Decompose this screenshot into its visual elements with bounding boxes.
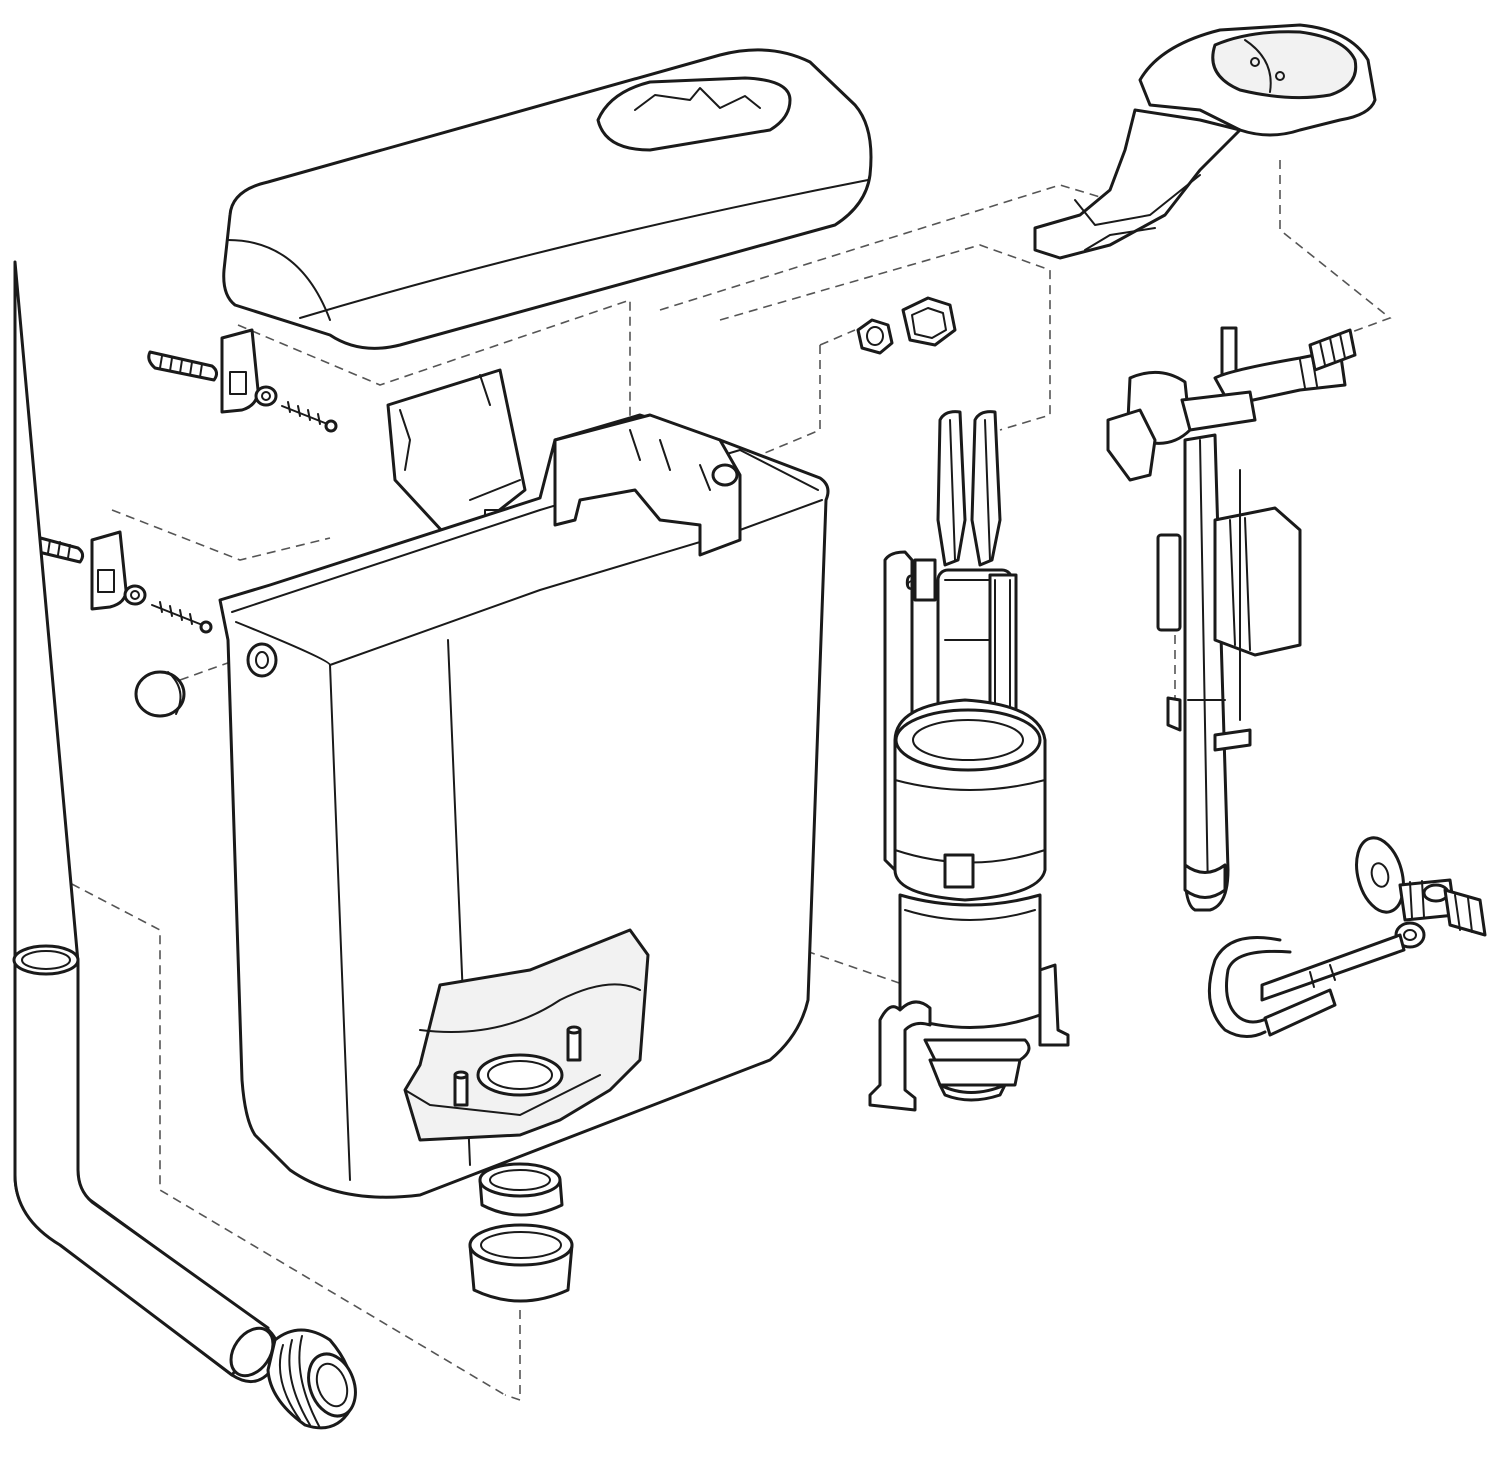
hex-adapter (901, 296, 957, 347)
dual-flush-valve: 6 (868, 410, 1070, 1112)
lock-nut (856, 318, 894, 355)
cistern-lid (222, 48, 873, 350)
wall-bracket-set-lower (14, 530, 213, 634)
angle-valve-kit (1207, 836, 1487, 1038)
hole-cap (134, 670, 186, 718)
outlet-nut (468, 1223, 574, 1303)
flush-actuator (1033, 23, 1377, 260)
outlet-seal-ring (478, 1162, 564, 1217)
flush-valve-size-mark: 6 (905, 570, 917, 595)
wall-bracket-set-upper (147, 328, 338, 433)
pipe-connector-seal (266, 1328, 357, 1430)
cistern-tank (218, 413, 830, 1199)
fill-valve (1106, 326, 1357, 912)
